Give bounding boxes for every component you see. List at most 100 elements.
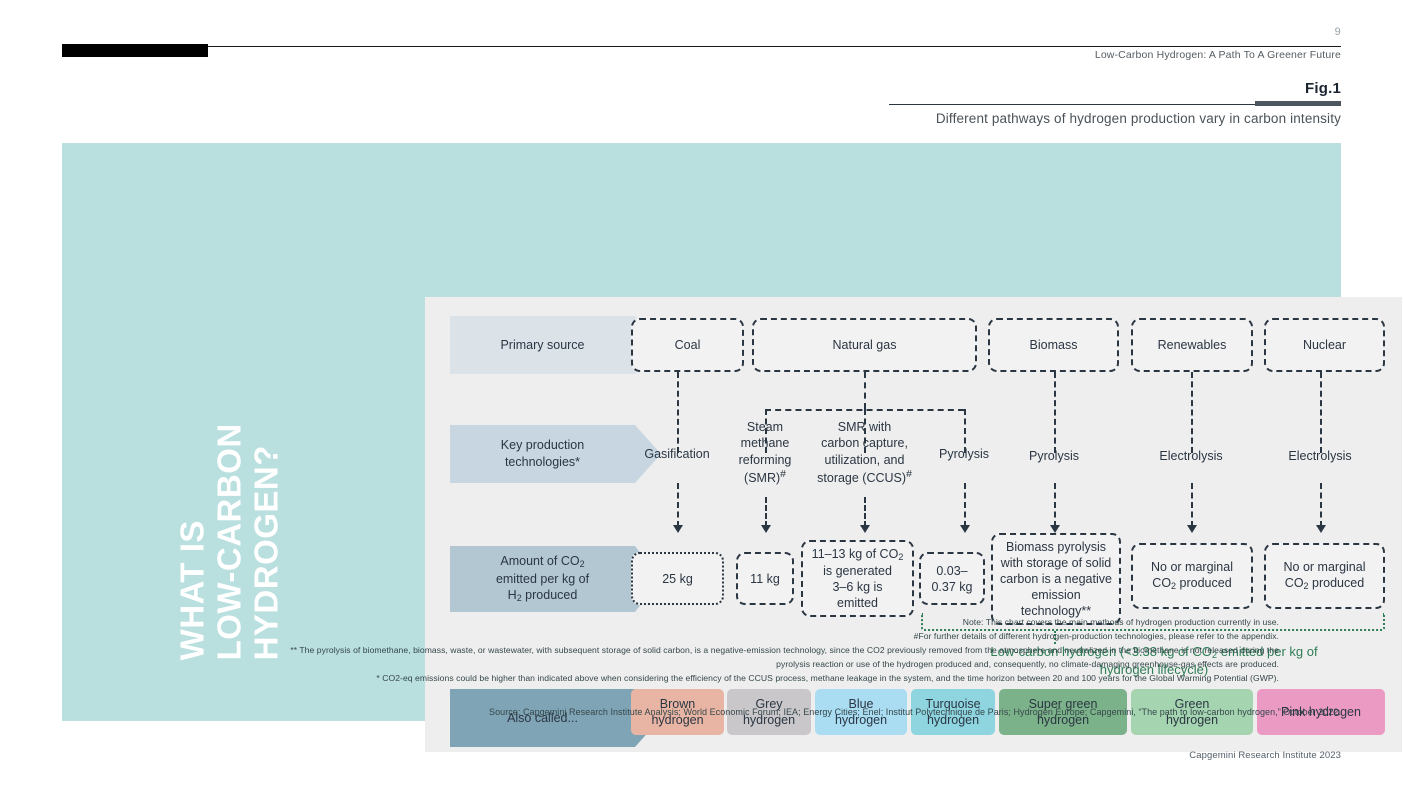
- box-label: 25 kg: [662, 571, 693, 586]
- also-called-pink-hydrogen[interactable]: Pink hydrogen: [1257, 689, 1385, 735]
- figure-rule-accent: [1255, 101, 1341, 106]
- connector-coal: [677, 372, 679, 453]
- note-line-1: Note: This chart covers the main methods…: [282, 616, 1279, 630]
- figure-rule: [889, 104, 1341, 105]
- connector-nuclear: [1320, 372, 1322, 453]
- box-label: Pink hydrogen: [1281, 704, 1361, 719]
- technology-label: Pyrolysis: [1028, 449, 1079, 463]
- arrow-coal: [673, 525, 683, 533]
- box-label: Biomass: [1029, 338, 1078, 352]
- note-line-3: ** The pyrolysis of biomethane, biomass,…: [282, 644, 1279, 672]
- connector-biomass-lower: [1054, 483, 1056, 527]
- arrow-renewables: [1187, 525, 1197, 533]
- connector-nuclear-lower: [1320, 483, 1322, 527]
- box-label: 0.03–0.37 kg: [931, 563, 973, 594]
- primary-source-biomass[interactable]: Biomass: [988, 318, 1119, 372]
- connector-pyrolysis-gas: [964, 409, 966, 453]
- emission-box-biomass-pyrolysis[interactable]: Biomass pyrolysis with storage of solid …: [991, 533, 1121, 625]
- note-line-4: * CO2-eq emissions could be higher than …: [282, 672, 1279, 686]
- connector-renewables: [1191, 372, 1193, 453]
- technology-label: Gasification: [644, 447, 710, 461]
- row-label-primary-source: Primary source: [450, 316, 661, 374]
- arrow-smr: [761, 525, 771, 533]
- emission-box-smr[interactable]: 11 kg: [736, 552, 794, 605]
- figure-label: Fig.1: [1304, 80, 1341, 97]
- technology-gasification[interactable]: Gasification: [617, 446, 737, 462]
- low-carbon-bracket-tick: [1054, 631, 1056, 644]
- document-title: Low-Carbon Hydrogen: A Path To A Greener…: [1094, 49, 1341, 61]
- connector-smr-ccus: [864, 409, 866, 453]
- primary-source-natural-gas[interactable]: Natural gas: [752, 318, 977, 372]
- connector-pyrolysis-gas-lower: [964, 483, 966, 527]
- bracket-caption-text: Low-carbon hydrogen (<3.38 kg of CO2 emi…: [990, 644, 1318, 678]
- technology-electrolysis-renewables[interactable]: Electrolysis: [1131, 448, 1251, 464]
- connector-smr: [765, 409, 767, 453]
- note-text: #For further details of different hydrog…: [913, 631, 1279, 641]
- figure-subtitle: Different pathways of hydrogen productio…: [935, 111, 1341, 126]
- technology-label: Electrolysis: [1288, 449, 1352, 463]
- source-citation: Source: Capgemini Research Institute Ana…: [489, 707, 1341, 717]
- connector-smr-ccus-lower: [864, 497, 866, 527]
- box-label: Renewables: [1157, 338, 1227, 352]
- primary-source-nuclear[interactable]: Nuclear: [1264, 318, 1385, 372]
- connector-biomass: [1054, 372, 1056, 453]
- connector-smr-lower: [765, 497, 767, 527]
- box-label: 11 kg: [750, 571, 780, 586]
- technology-label: Pyrolysis: [938, 447, 989, 461]
- note-text: ** The pyrolysis of biomethane, biomass,…: [290, 645, 1279, 669]
- connector-coal-lower: [677, 483, 679, 527]
- emission-box-pyrolysis-gas[interactable]: 0.03–0.37 kg: [919, 552, 985, 605]
- technology-pyrolysis-gas[interactable]: Pyrolysis: [917, 446, 1011, 462]
- header-accent-bar: [62, 44, 208, 57]
- emission-box-gasification[interactable]: 25 kg: [631, 552, 724, 605]
- connector-naturalgas-trunk: [864, 372, 866, 409]
- box-label: Natural gas: [832, 338, 897, 352]
- box-label: Nuclear: [1302, 338, 1347, 352]
- technology-electrolysis-nuclear[interactable]: Electrolysis: [1260, 448, 1380, 464]
- box-label: Biomass pyrolysis with storage of solid …: [1000, 540, 1112, 618]
- arrow-nuclear: [1316, 525, 1326, 533]
- note-line-2: #For further details of different hydrog…: [282, 630, 1279, 644]
- technology-pyrolysis-biomass[interactable]: Pyrolysis: [997, 448, 1111, 464]
- low-carbon-bracket: [921, 613, 1385, 631]
- arrow-biomass: [1050, 525, 1060, 533]
- note-text: * CO2-eq emissions could be higher than …: [376, 673, 1279, 683]
- arrow-pyrolysis-gas: [960, 525, 970, 533]
- primary-source-renewables[interactable]: Renewables: [1131, 318, 1253, 372]
- box-label: Coal: [674, 338, 701, 352]
- technology-label: Electrolysis: [1159, 449, 1223, 463]
- row-label-text: Also called...: [507, 710, 578, 725]
- connector-renewables-lower: [1191, 483, 1193, 527]
- note-text: Note: This chart covers the main methods…: [962, 617, 1279, 627]
- row-label-also-called: Also called...: [450, 689, 661, 747]
- primary-source-coal[interactable]: Coal: [631, 318, 744, 372]
- arrow-smr-ccus: [860, 525, 870, 533]
